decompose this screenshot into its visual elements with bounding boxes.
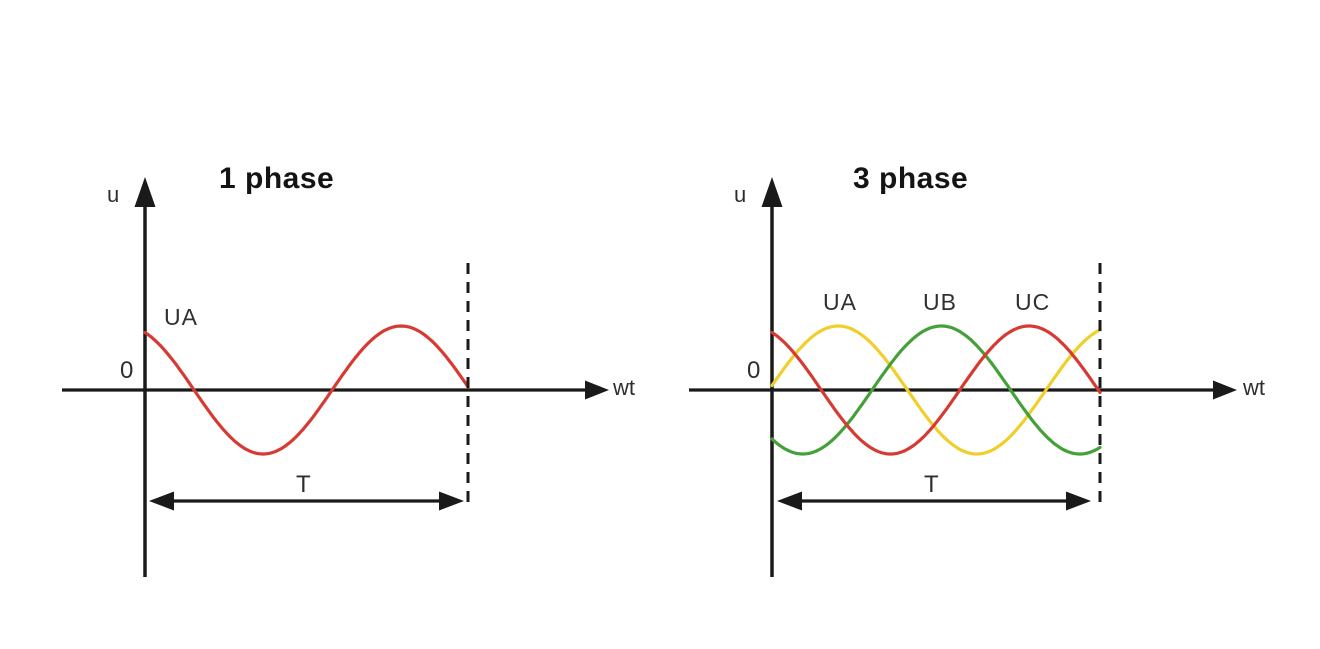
right-origin-label: 0	[747, 357, 761, 384]
right-wave-ub-label: UB	[923, 289, 957, 315]
left-wave-ua-label: UA	[164, 304, 198, 330]
right-y-axis-label: u	[734, 182, 747, 207]
left-period-arrow	[149, 491, 464, 511]
right-x-axis-arrow-icon	[1213, 380, 1237, 400]
left-x-axis-arrow-icon	[585, 380, 609, 400]
left-period-arrow-right-icon	[439, 491, 464, 511]
left-wave-ua	[143, 324, 470, 456]
left-waves	[143, 324, 470, 456]
left-period-label: T	[296, 471, 311, 498]
right-period-arrow	[777, 491, 1091, 511]
right-period-arrow-right-icon	[1066, 491, 1091, 511]
left-panel-title: 1 phase	[219, 162, 335, 195]
left-y-axis-label: u	[107, 182, 120, 207]
right-period-arrow-left-icon	[777, 491, 802, 511]
right-x-axis-label: wt	[1243, 375, 1265, 400]
right-wave-ua	[770, 324, 1102, 456]
left-x-axis-label: wt	[613, 375, 635, 400]
right-waves	[770, 324, 1102, 456]
left-y-axis-arrow-icon	[134, 177, 156, 207]
right-plot	[689, 177, 1237, 577]
right-period-label: T	[924, 471, 939, 498]
right-y-axis-arrow-icon	[761, 177, 783, 207]
right-wave-uc-label: UC	[1015, 289, 1051, 315]
left-plot	[62, 177, 609, 577]
left-origin-label: 0	[120, 357, 134, 384]
right-panel-title: 3 phase	[853, 162, 969, 195]
left-period-arrow-left-icon	[149, 491, 174, 511]
right-wave-ub	[770, 324, 1102, 456]
right-wave-ua-label: UA	[823, 289, 857, 315]
right-wave-uc	[770, 324, 1102, 456]
